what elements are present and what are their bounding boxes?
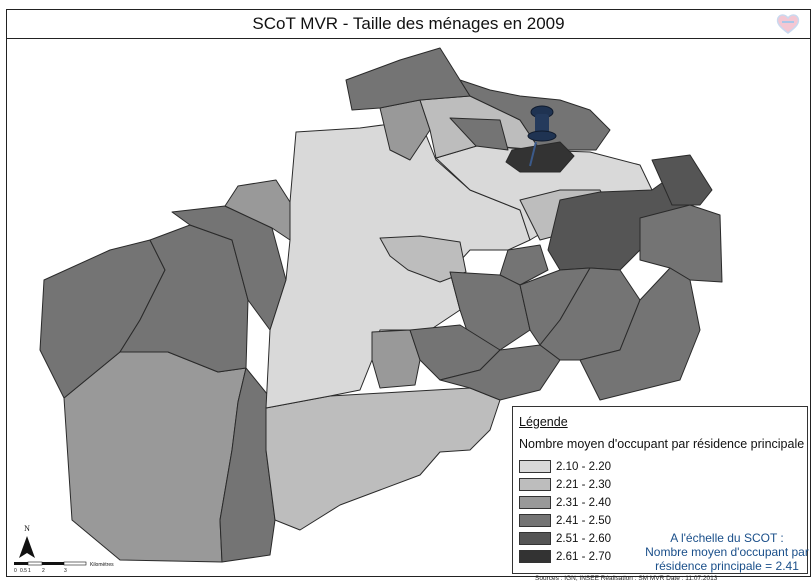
legend-label: 2.41 - 2.50 (556, 514, 611, 527)
commune-e[interactable] (639, 204, 723, 283)
legend-label: 2.10 - 2.20 (556, 460, 611, 473)
legend-subtitle: Nombre moyen d'occupant par résidence pr… (519, 437, 805, 451)
scot-note-line: résidence principale = 2.41 (655, 559, 799, 573)
pushpin-icon (527, 105, 557, 167)
scale-unit: Kilomètres (90, 562, 114, 568)
scale-tick: 1 (28, 568, 31, 574)
legend-label: 2.61 - 2.70 (556, 550, 611, 563)
scot-note-line: Nombre moyen d'occupant par (645, 545, 809, 559)
scale-tick: 3 (64, 568, 67, 574)
sources-credit: Sources : IGN, INSEE Réalisation : SM MV… (535, 575, 718, 582)
legend-item: 2.61 - 2.70 (519, 549, 611, 564)
scale-bar: 0 0.5 1 2 3 Kilomètres (14, 561, 114, 574)
legend-item: 2.10 - 2.20 (519, 459, 611, 474)
north-arrow-icon: N (19, 524, 35, 558)
legend-item: 2.41 - 2.50 (519, 513, 611, 528)
commune-ene[interactable] (651, 154, 713, 206)
legend-swatch (519, 460, 551, 473)
legend-box: Légende Nombre moyen d'occupant par rési… (512, 406, 811, 574)
legend-swatch (519, 532, 551, 545)
legend-swatch (519, 496, 551, 509)
legend-label: 2.21 - 2.30 (556, 478, 611, 491)
commune-ne-small[interactable] (449, 117, 509, 151)
commune-em8[interactable] (579, 267, 701, 401)
commune-s[interactable] (265, 387, 501, 531)
north-label: N (24, 524, 30, 533)
scale-tick: 0.5 (20, 568, 27, 574)
legend-item: 2.21 - 2.30 (519, 477, 611, 492)
commune-darkest[interactable] (505, 141, 575, 173)
scot-average-note: A l'échelle du SCOT : Nombre moyen d'occ… (643, 531, 811, 573)
legend-item: 2.51 - 2.60 (519, 531, 611, 546)
title-bar: SCoT MVR - Taille des ménages en 2009 (6, 9, 811, 39)
legend-item: 2.31 - 2.40 (519, 495, 611, 510)
commune-sw[interactable] (63, 351, 247, 563)
commune-em1[interactable] (499, 244, 549, 286)
scot-note-line: A l'échelle du SCOT : (670, 531, 784, 545)
commune-em2[interactable] (449, 271, 531, 351)
map-title: SCoT MVR - Taille des ménages en 2009 (252, 13, 565, 33)
legend-label: 2.31 - 2.40 (556, 496, 611, 509)
legend-swatch (519, 478, 551, 491)
legend-swatch (519, 550, 551, 563)
commune-c[interactable] (265, 119, 531, 409)
legend-swatch (519, 514, 551, 527)
heart-logo-icon (776, 14, 800, 34)
legend-title: Légende (519, 415, 568, 429)
legend-label: 2.51 - 2.60 (556, 532, 611, 545)
scale-tick: 0 (14, 568, 17, 574)
scale-tick: 2 (42, 568, 45, 574)
